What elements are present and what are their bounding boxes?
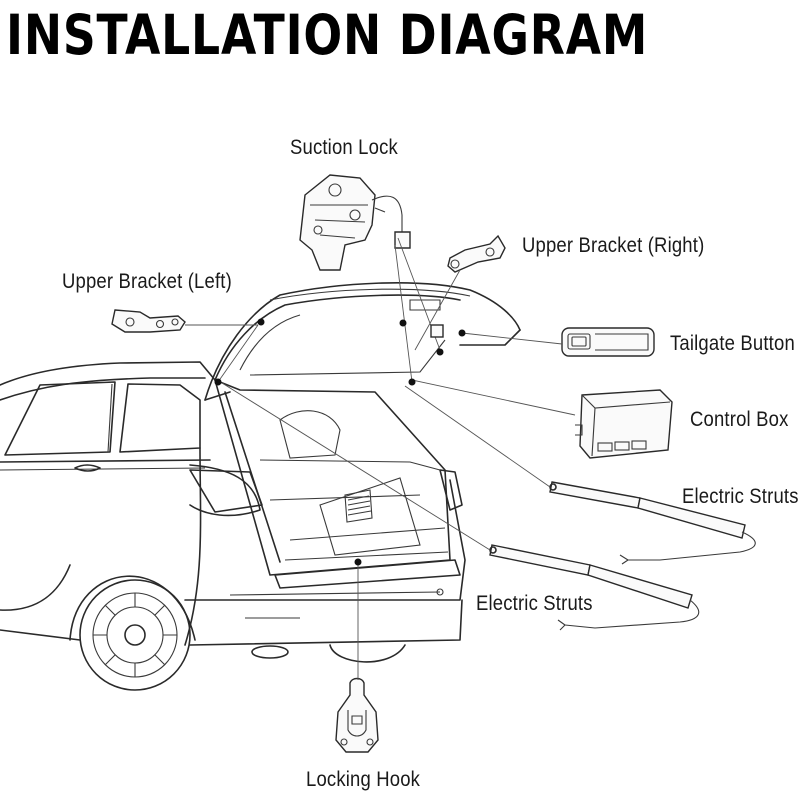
tailgate-button-part <box>561 327 655 357</box>
label-tailgate-button: Tailgate Button <box>670 332 795 355</box>
label-locking-hook: Locking Hook <box>306 768 421 791</box>
leader-lines <box>185 237 576 680</box>
label-control-box: Control Box <box>690 408 789 431</box>
diagram-title: INSTALLATION DIAGRAM <box>6 3 649 67</box>
label-upper-bracket-right: Upper Bracket (Right) <box>522 234 705 257</box>
suction-lock-part <box>299 174 411 271</box>
car-illustration <box>0 282 521 691</box>
label-suction-lock: Suction Lock <box>290 136 398 159</box>
locking-hook-part <box>335 677 379 753</box>
grille <box>344 489 373 523</box>
control-box-part <box>575 389 673 459</box>
upper-bracket-right-part <box>447 234 506 273</box>
label-electric-struts-top: Electric Struts <box>682 485 799 508</box>
attachment-points <box>214 318 466 566</box>
upper-bracket-left-part <box>111 309 186 333</box>
label-upper-bracket-left: Upper Bracket (Left) <box>62 270 232 293</box>
label-electric-struts-bottom: Electric Struts <box>476 592 593 615</box>
electric-strut-lower-part <box>489 544 700 631</box>
electric-strut-upper-part <box>549 481 756 565</box>
